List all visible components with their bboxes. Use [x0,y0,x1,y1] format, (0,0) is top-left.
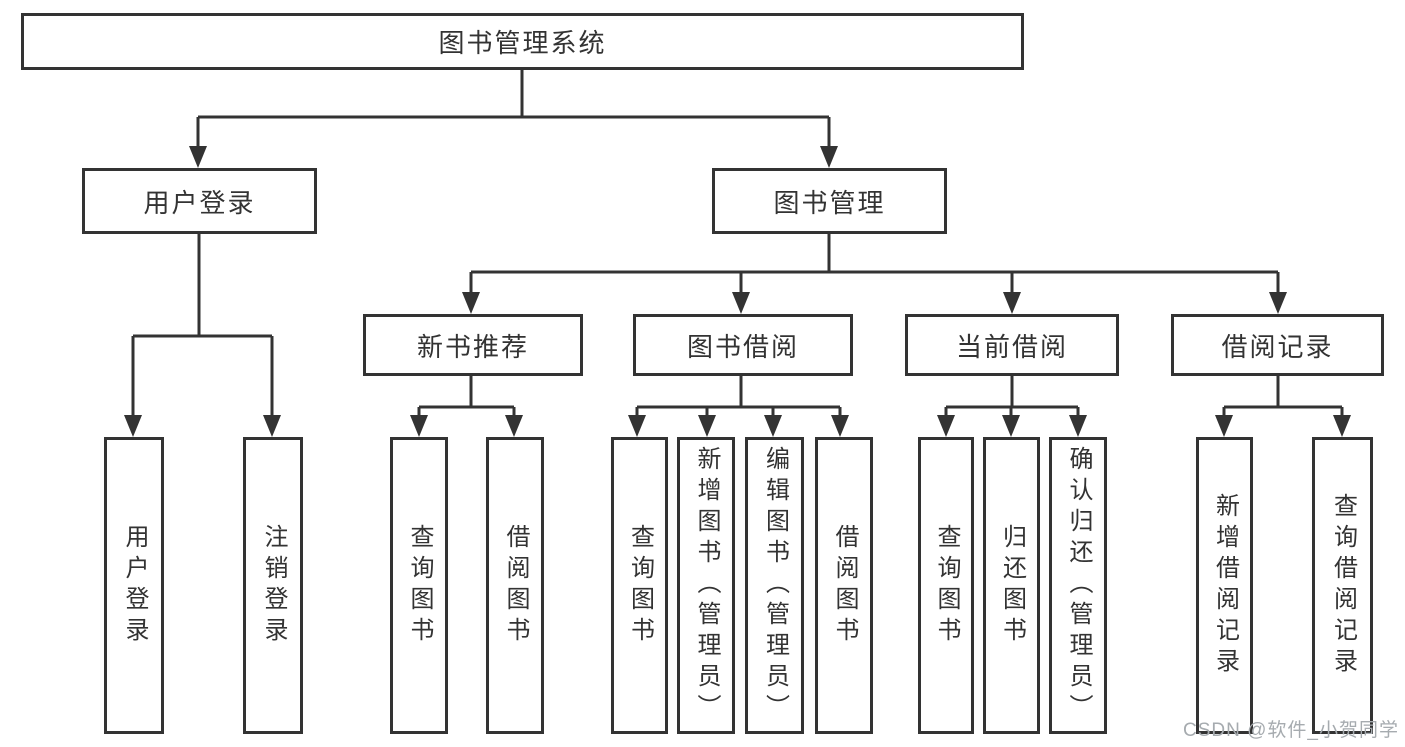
leaf-add-books-admin: 新增图书（管理员） [677,437,735,734]
leaf-user-login: 用户登录 [104,437,164,734]
leaf-logout: 注销登录 [243,437,303,734]
leaf-label: 新增图书（管理员） [693,446,720,725]
node-label: 借阅记录 [1221,331,1334,362]
node-borrowing-records: 借阅记录 [1171,314,1384,376]
node-label: 用户登录 [143,187,256,218]
node-book-borrowing: 图书借阅 [633,314,853,376]
leaf-query-books-borrow: 查询图书 [611,437,668,734]
leaf-label: 借阅图书 [502,523,529,648]
leaf-confirm-return-admin: 确认归还（管理员） [1049,437,1107,734]
leaf-query-books-recommend: 查询图书 [390,437,448,734]
leaf-borrow-books: 借阅图书 [815,437,873,734]
leaf-label: 查询图书 [933,523,960,648]
node-label: 图书管理系统 [438,28,607,58]
node-book-management: 图书管理 [712,168,947,234]
leaf-query-books-current: 查询图书 [918,437,974,734]
node-new-book-recommendation: 新书推荐 [363,314,583,376]
leaf-label: 用户登录 [121,523,148,648]
leaf-query-borrow-record: 查询借阅记录 [1312,437,1373,734]
leaf-label: 借阅图书 [831,523,858,648]
node-user-login: 用户登录 [82,168,317,234]
leaf-label: 查询图书 [626,523,654,648]
node-label: 图书借阅 [686,331,799,362]
csdn-watermark: CSDN @软件_小贺同学 [1183,720,1399,741]
leaf-label: 编辑图书（管理员） [761,446,789,725]
leaf-label: 确认归还（管理员） [1065,446,1092,725]
leaf-return-books: 归还图书 [983,437,1040,734]
leaf-label: 查询借阅记录 [1329,492,1357,679]
leaf-edit-books-admin: 编辑图书（管理员） [745,437,804,734]
node-label: 新书推荐 [416,331,529,362]
leaf-label: 新增借阅记录 [1211,492,1239,679]
node-library-management-system: 图书管理系统 [21,13,1024,70]
node-current-borrowing: 当前借阅 [905,314,1119,376]
leaf-label: 归还图书 [998,523,1026,648]
leaf-borrow-books-recommend: 借阅图书 [486,437,544,734]
leaf-label: 注销登录 [260,523,287,648]
leaf-label: 查询图书 [406,523,433,648]
leaf-add-borrow-record: 新增借阅记录 [1196,437,1253,734]
node-label: 图书管理 [773,187,886,218]
node-label: 当前借阅 [955,331,1068,362]
